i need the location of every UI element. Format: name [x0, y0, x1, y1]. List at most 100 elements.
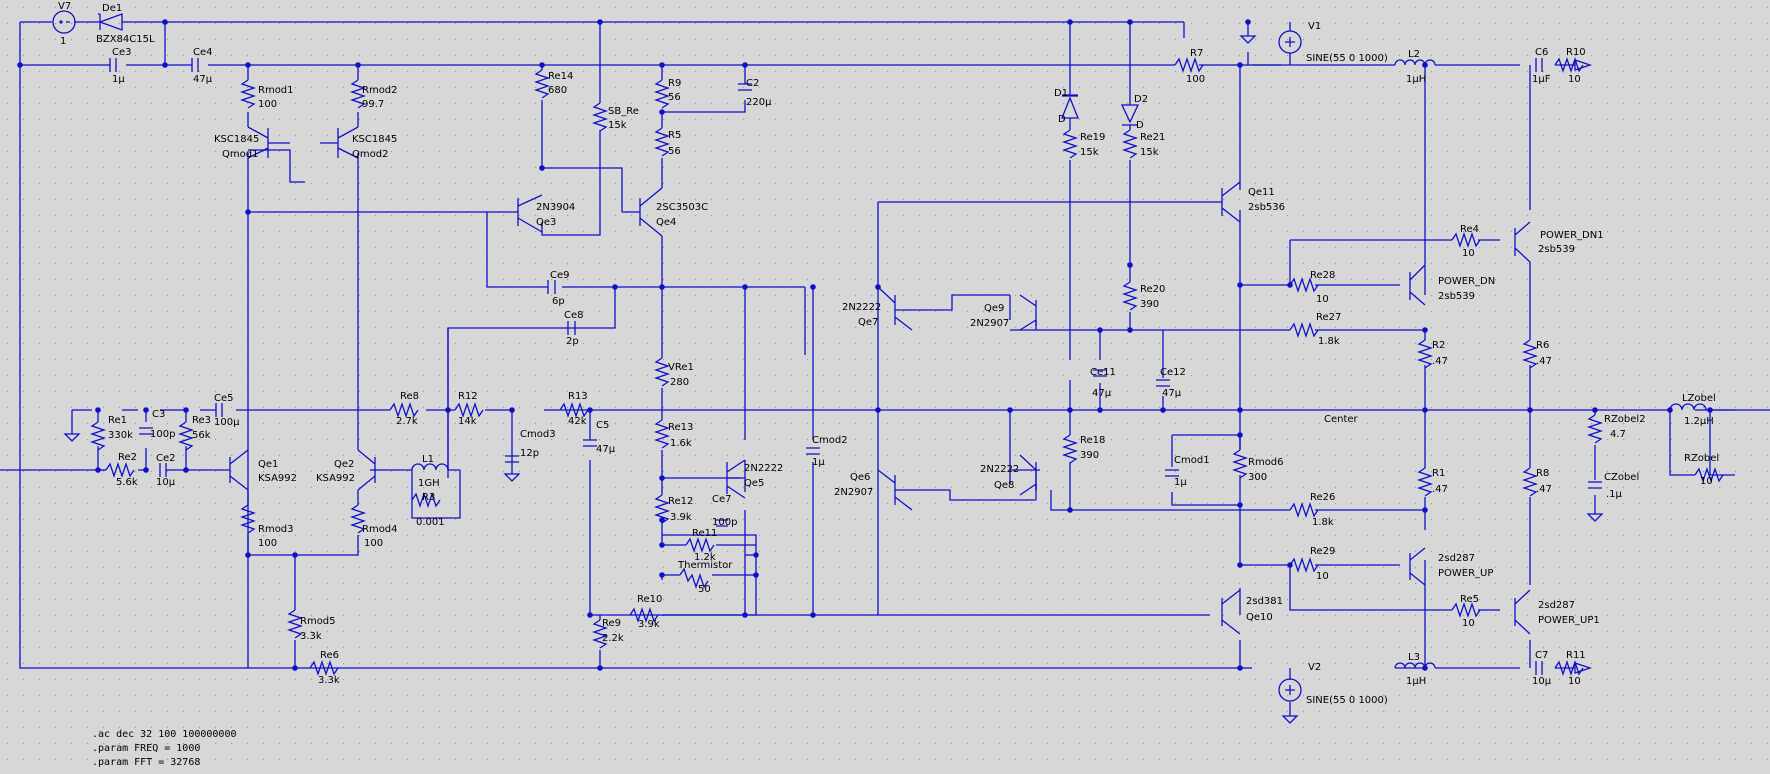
label-Qe10: Qe10	[1246, 612, 1273, 623]
label-Ce12: Ce12	[1160, 367, 1186, 378]
label-power-dn: POWER_DN	[1438, 276, 1495, 287]
capacitor-icon	[806, 447, 820, 455]
label-C2-value: 220µ	[746, 97, 772, 108]
pnp-transistor-icon	[229, 449, 249, 491]
pnp-transistor-icon	[1514, 221, 1531, 263]
pnp-transistor-icon	[1409, 264, 1426, 306]
capacitor-icon	[1156, 379, 1170, 387]
resistor-icon	[1061, 129, 1079, 159]
label-Qe2: Qe2	[334, 459, 354, 470]
label-Qe4-type: 2SC3503C	[656, 202, 708, 213]
label-L2: L2	[1408, 49, 1420, 60]
label-Re3-value: 56k	[192, 430, 211, 441]
label-CZobel: CZobel	[1604, 472, 1639, 483]
capacitor-icon	[191, 58, 199, 72]
label-C7-value: 10µ	[1532, 676, 1552, 687]
resistor-icon	[653, 419, 671, 449]
label-Qe1-type: KSA992	[258, 473, 297, 484]
label-Cmod1-value: 1µ	[1174, 477, 1187, 488]
label-Ce5: Ce5	[214, 393, 234, 404]
resistor-icon	[389, 401, 419, 419]
label-thermistor-value: 50	[698, 584, 711, 595]
label-Re9: Re9	[602, 618, 621, 629]
zener-diode-icon	[98, 13, 123, 31]
label-L3-value: 1µH	[1406, 676, 1426, 687]
label-Re20: Re20	[1140, 284, 1165, 295]
label-Re3: Re3	[192, 415, 211, 426]
label-R13: R13	[568, 391, 588, 402]
npn-transistor-icon	[247, 126, 290, 159]
label-C3: C3	[152, 409, 165, 420]
label-Re11-value: 1.2k	[694, 552, 716, 563]
label-Re9-value: 2.2k	[602, 633, 624, 644]
resistor-icon	[89, 421, 107, 451]
label-Re12-value: 3.9k	[670, 512, 692, 523]
label-Re29-value: 10	[1316, 571, 1329, 582]
label-C2: C2	[746, 78, 759, 89]
label-power-dn1: POWER_DN1	[1540, 230, 1604, 241]
label-V7: V7	[58, 1, 71, 12]
label-Rmod6-value: 300	[1248, 472, 1267, 483]
resistor-icon	[591, 102, 609, 132]
label-SB_Re: SB_Re	[608, 106, 639, 117]
label-Ce3-value: 1µ	[112, 74, 125, 85]
resistor-icon	[1061, 434, 1079, 464]
resistor-icon	[239, 79, 257, 109]
label-Re12: Re12	[668, 496, 693, 507]
label-Qe6: Qe6	[850, 472, 870, 483]
label-Rmod5-value: 3.3k	[300, 631, 322, 642]
resistor-icon	[559, 401, 589, 419]
label-D1-value: D	[1058, 114, 1066, 125]
label-Rmod6: Rmod6	[1248, 457, 1284, 468]
voltage-source-icon[interactable]	[52, 10, 76, 34]
resistor-icon	[629, 606, 659, 624]
label-V2: V2	[1308, 662, 1321, 673]
label-Re19-value: 15k	[1080, 147, 1099, 158]
label-R1: R1	[1432, 468, 1445, 479]
label-Cmod3-value: 12p	[520, 448, 539, 459]
label-Qe3: Qe3	[536, 217, 556, 228]
label-C6-value: 1µF	[1532, 74, 1551, 85]
label-R10-value: 10	[1568, 74, 1581, 85]
resistor-icon	[591, 619, 609, 649]
label-Re6: Re6	[320, 650, 339, 661]
directive-param-fft: .param FFT = 32768	[92, 757, 200, 768]
label-power-dn1-type: 2sb539	[1538, 244, 1575, 255]
inductor-icon	[411, 463, 449, 471]
resistor-icon	[349, 79, 367, 109]
label-Ce4: Ce4	[193, 47, 213, 58]
label-D1: D1	[1054, 88, 1068, 99]
resistor-icon	[653, 127, 671, 157]
label-Ce4-value: 47µ	[193, 74, 213, 85]
label-Qe8-type: 2N2222	[980, 464, 1019, 475]
resistor-icon	[533, 69, 551, 99]
label-Re8: Re8	[400, 391, 419, 402]
label-Rmod3: Rmod3	[258, 524, 294, 535]
label-Re29: Re29	[1310, 546, 1335, 557]
label-Qe3-type: 2N3904	[536, 202, 575, 213]
capacitor-icon	[567, 321, 576, 335]
label-Ce11-value: 47µ	[1092, 388, 1112, 399]
label-Qe5: Qe5	[744, 478, 764, 489]
label-VRe1: VRe1	[668, 362, 694, 373]
label-R12: R12	[458, 391, 478, 402]
label-power-dn-type: 2sb539	[1438, 291, 1475, 302]
label-Rmod5: Rmod5	[300, 616, 336, 627]
label-Re14-value: 680	[548, 85, 567, 96]
label-Rmod4-value: 100	[364, 538, 383, 549]
label-R8: R8	[1536, 468, 1549, 479]
label-R1-value: .47	[1432, 484, 1448, 495]
label-Ce7: Ce7	[712, 494, 732, 505]
label-R6-value: .47	[1536, 356, 1552, 367]
label-De1-value: BZX84C15L	[96, 34, 155, 45]
capacitor-icon	[1588, 481, 1602, 489]
label-Re1: Re1	[108, 415, 127, 426]
voltage-source-icon[interactable]	[1278, 678, 1302, 702]
label-Rmod4: Rmod4	[362, 524, 398, 535]
label-Re21-value: 15k	[1140, 147, 1159, 158]
resistor-icon	[1416, 339, 1434, 369]
resistor-icon	[1121, 129, 1139, 159]
resistor-icon	[177, 421, 195, 451]
label-Ce9-value: 6p	[552, 296, 565, 307]
